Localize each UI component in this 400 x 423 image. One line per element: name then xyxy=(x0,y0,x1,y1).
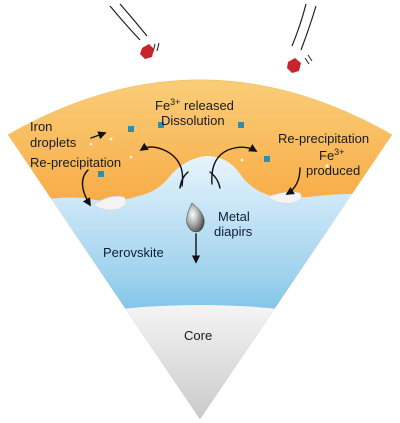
iron-droplet xyxy=(240,158,244,162)
dissolution-right-arrow xyxy=(211,143,258,185)
impactor-trail xyxy=(291,3,307,47)
impactor-trail xyxy=(109,5,141,41)
label-iron-droplets-1: Iron xyxy=(30,119,52,134)
label-fe-released-suffix: released xyxy=(180,98,233,113)
re-precipitation-right-arrow xyxy=(285,167,301,195)
label-iron-droplets-2: droplets xyxy=(30,135,77,150)
impactor-trail xyxy=(304,57,310,65)
label-perovskite: Perovskite xyxy=(103,245,164,260)
label-metal-diapirs-1: Metal xyxy=(218,209,250,224)
iron-droplet xyxy=(129,155,133,159)
metal-diapir-icon xyxy=(186,202,205,233)
impactor-trail xyxy=(119,3,148,37)
iron-crystal xyxy=(128,126,134,132)
right-impactor xyxy=(287,3,317,73)
dissolution-left-curl xyxy=(179,171,189,189)
sector-top-arc xyxy=(7,79,393,136)
label-fe-produced: Fe3+ xyxy=(319,147,344,163)
label-metal-diapirs-2: diapirs xyxy=(214,224,253,239)
iron-crystals xyxy=(98,122,270,177)
dissolution-right-curl xyxy=(209,171,221,189)
re-precipitation-left-arrow xyxy=(81,169,91,207)
impactor-trail xyxy=(300,5,317,51)
label-fe-released: Fe3+ released xyxy=(155,97,234,113)
iron-crystal xyxy=(238,122,244,128)
left-deposit xyxy=(93,196,127,211)
label-fe-released-sup: 3+ xyxy=(170,97,180,107)
label-dissolution: Dissolution xyxy=(161,113,225,128)
dissolution-left-arrow xyxy=(139,142,184,187)
metal-diapir xyxy=(186,202,205,264)
label-re-precipitation-left: Re-precipitation xyxy=(30,155,121,170)
label-fe-produced-prefix: Fe xyxy=(319,148,334,163)
process-arrows xyxy=(81,131,301,207)
label-fe-produced-sup: 3+ xyxy=(334,147,344,157)
iron-crystal xyxy=(98,171,104,177)
iron-crystal xyxy=(264,156,270,162)
impactor-icon xyxy=(287,58,301,73)
iron-droplet xyxy=(325,164,329,168)
impactor-icon xyxy=(140,44,154,59)
impactor-trail xyxy=(307,54,313,62)
iron-droplet xyxy=(89,142,93,146)
right-deposit xyxy=(267,191,302,204)
iron-droplet xyxy=(109,137,113,141)
iron-droplet xyxy=(207,119,211,123)
label-fe-released-prefix: Fe xyxy=(155,98,170,113)
iron-crystal xyxy=(158,122,164,128)
left-impactor xyxy=(109,3,160,59)
label-fe-produced-2: produced xyxy=(306,163,360,178)
iron-droplets-arrow xyxy=(90,131,107,140)
core-layer xyxy=(8,305,392,419)
impactor-trail xyxy=(156,42,160,52)
labels: Iron droplets Re-precipitation Fe3+ rele… xyxy=(30,97,369,343)
label-core: Core xyxy=(184,328,212,343)
label-re-precipitation-right: Re-precipitation xyxy=(278,131,369,146)
